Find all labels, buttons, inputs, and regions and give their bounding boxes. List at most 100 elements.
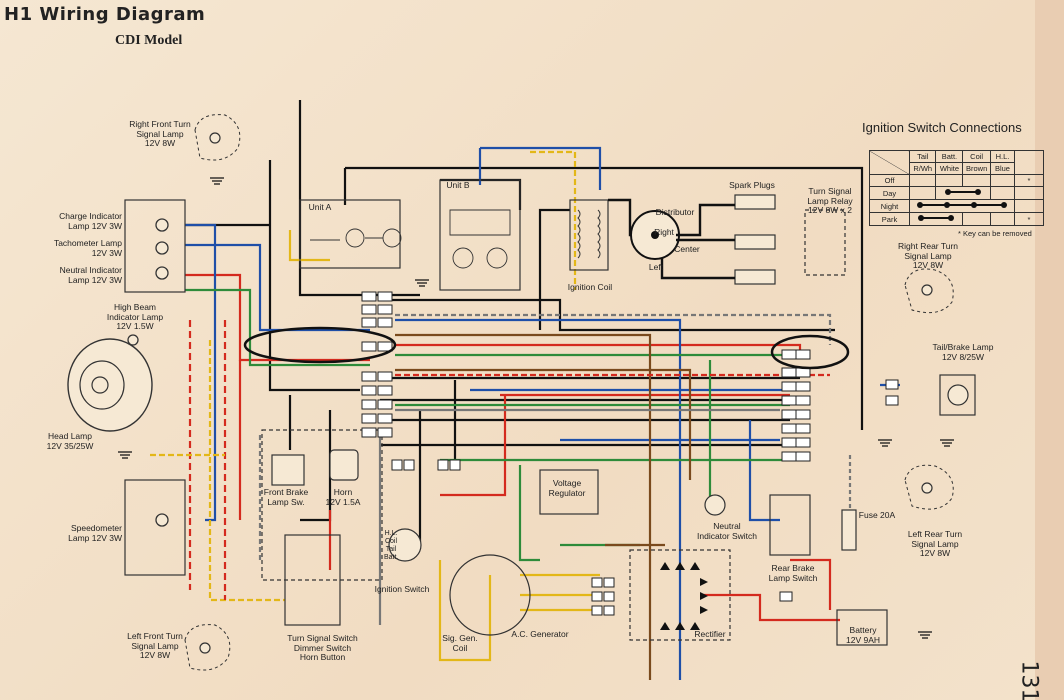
high-beam-lamp (127, 334, 139, 346)
front-brake-switch (271, 454, 305, 486)
tail-lamp-box (939, 374, 976, 416)
label-charge-indicator: Charge Indicator Lamp 12V 3W (59, 211, 122, 231)
spark-plug-1 (734, 194, 776, 210)
table-row-label: Off (869, 174, 910, 187)
indicator-cluster-box (124, 199, 186, 293)
label-right-front-turn: Right Front Turn Signal Lamp 12V 8W (129, 119, 191, 148)
spark-plug-2 (734, 234, 776, 250)
coil-windings (577, 209, 601, 259)
table-row: Park * (869, 212, 1044, 226)
neutral-switch-body (704, 494, 726, 516)
table-row-label: Night (869, 199, 910, 213)
wire-yellow-7 (208, 340, 285, 602)
highlight-ellipse-right (770, 334, 850, 370)
tail-bulb (947, 384, 969, 406)
fuse-body (841, 509, 857, 551)
rectifier-diodes (660, 562, 708, 630)
front-brake-group (261, 429, 383, 581)
wire-green-1 (185, 288, 370, 367)
table-header-cell: H.L. (989, 150, 1016, 163)
wire-blue-4 (480, 146, 602, 190)
label-horn: Horn 12V 1.5A (325, 487, 361, 507)
battery-box (836, 609, 888, 646)
label-unit-a: Unit A (308, 202, 332, 212)
wire-black-5 (268, 160, 360, 392)
table-corner-cell (869, 150, 910, 175)
label-turn-signal-relay: Turn Signal Lamp Relay 12V 8W x 2 (807, 186, 853, 215)
horn-body (329, 449, 359, 481)
label-left-front-turn: Left Front Turn Signal Lamp 12V 8W (127, 631, 183, 660)
spark-plug-3 (734, 269, 776, 285)
table-header-cell: Batt. (935, 150, 964, 163)
neutral-lamp (155, 266, 169, 280)
label-distributor: Distributor (655, 207, 695, 217)
rf-bulb (209, 132, 221, 144)
wire-yellow-2 (288, 230, 330, 262)
table-row: Off * (869, 174, 1044, 187)
label-fuse: Fuse 20A (858, 510, 896, 520)
ignition-table-title: Ignition Switch Connections (862, 120, 1022, 135)
label-tail-brake: Tail/Brake Lamp 12V 8/25W (932, 342, 994, 362)
rear-brake-sw-box (769, 494, 811, 556)
wire-gray-1 (395, 313, 832, 345)
regulator-box (539, 469, 599, 515)
ground-symbols (118, 177, 954, 639)
label-speedometer: Speedometer Lamp 12V 3W (68, 523, 122, 543)
speedometer-box (124, 479, 186, 576)
rr-bulb (921, 284, 933, 296)
wire-black-12 (400, 410, 422, 542)
label-dist-right: Right (654, 227, 674, 237)
label-left-rear-turn: Left Rear Turn Signal Lamp 12V 8W (907, 529, 963, 558)
table-row-label: Park (869, 212, 910, 226)
table-row: Night (869, 199, 1044, 213)
relay-box (804, 209, 846, 276)
wire-red-5 (440, 395, 507, 497)
paper-edge (1035, 0, 1064, 700)
page-number: 131 (1016, 660, 1042, 700)
wire-black-16 (538, 208, 570, 330)
wire-blue-3 (395, 318, 682, 680)
label-tachometer-lamp: Tachometer Lamp 12V 3W (53, 238, 122, 258)
tach-lamp (155, 241, 169, 255)
harness-wires (150, 100, 900, 680)
wire-red-2 (395, 343, 802, 355)
label-high-beam: High Beam Indicator Lamp 12V 1.5W (106, 302, 164, 331)
table-header-cell: Coil (962, 150, 991, 163)
wire-brown-2 (395, 368, 692, 480)
label-voltage-regulator: Voltage Regulator (548, 478, 586, 498)
wire-black-1 (298, 100, 420, 297)
label-ign-sw-terminals: H.L. Coil Tail Batt. (384, 530, 399, 561)
table-header-row-1: Tail Batt. Coil H.L. (869, 150, 1044, 175)
rr-turn-lamp (904, 268, 954, 314)
unit-b-box (439, 179, 521, 291)
table-header-cell: Tail (908, 150, 937, 163)
generator-housing (449, 554, 531, 636)
label-battery: Battery 12V 9AH (845, 625, 881, 645)
wire-red-1 (185, 273, 370, 362)
label-handlebar-switch: Turn Signal Switch Dimmer Switch Horn Bu… (287, 633, 358, 662)
spark-plugs-group (734, 194, 776, 285)
wire-yellow-3 (438, 560, 492, 662)
wire-green-5 (518, 465, 540, 562)
unit-internals (310, 209, 511, 269)
lf-bulb (199, 642, 211, 654)
wire-black-2 (345, 166, 864, 430)
label-neutral-indicator: Neutral Indicator Lamp 12V 3W (59, 265, 122, 285)
ignition-coil-box (569, 199, 609, 271)
wire-yellow-1 (530, 150, 577, 290)
label-rectifier: Rectifier (694, 629, 726, 639)
wire-blue-1 (185, 243, 370, 332)
label-sig-gen-coil: Sig. Gen. Coil (442, 633, 478, 653)
label-front-brake-sw: Front Brake Lamp Sw. (263, 487, 309, 507)
table-header-cell: Brown (962, 162, 991, 175)
speedo-lamp (155, 513, 169, 527)
lr-bulb (921, 482, 933, 494)
label-spark-plugs: Spark Plugs (729, 180, 775, 190)
wire-red-8 (790, 558, 832, 610)
label-head-lamp: Head Lamp 12V 35/25W (46, 431, 94, 451)
head-lamp-icon (67, 338, 153, 432)
charge-lamp (155, 218, 169, 232)
ignition-switch-body (388, 528, 422, 562)
wire-blue-8 (748, 420, 780, 522)
